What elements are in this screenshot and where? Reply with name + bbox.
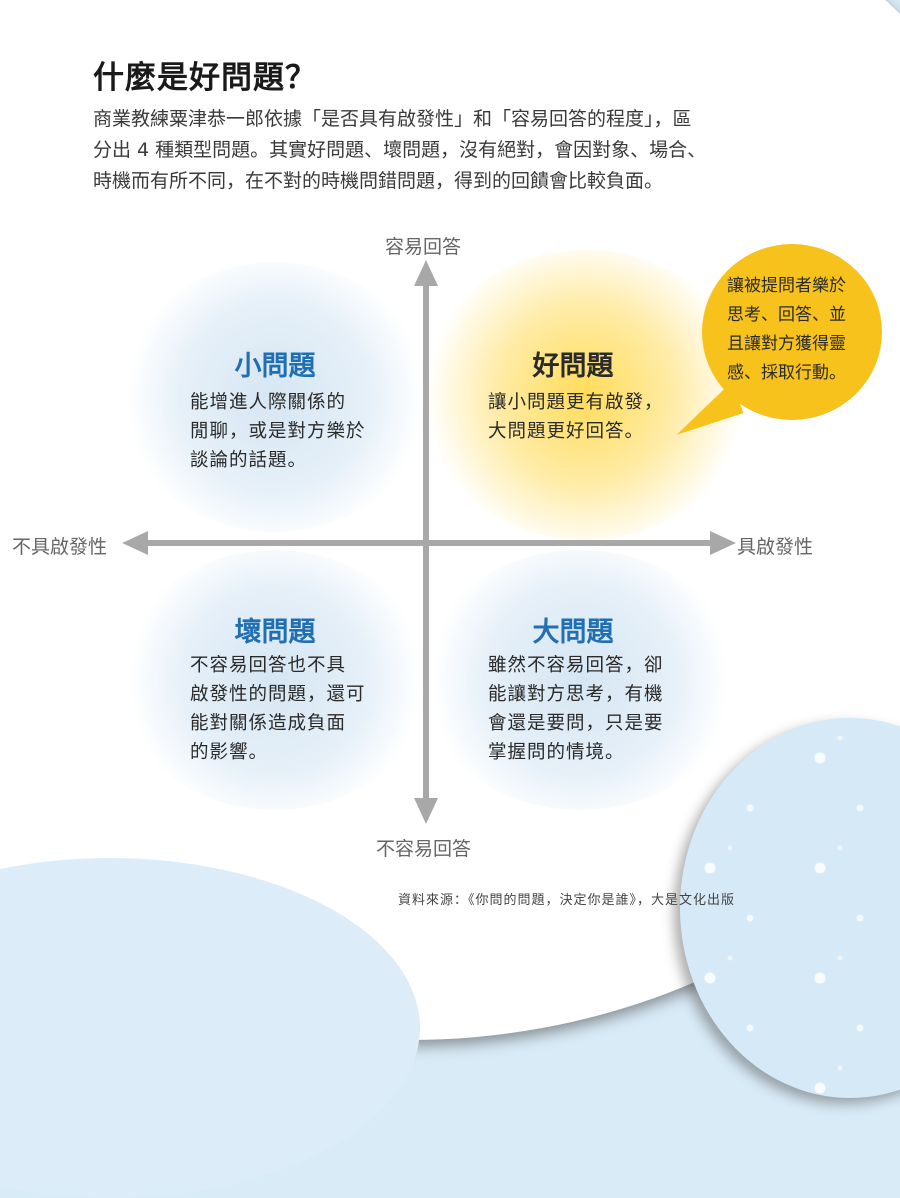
desc-line: 啟發性的問題，還可 <box>190 684 366 705</box>
intro-line: 商業教練粟津恭一郎依據「是否具有啟發性」和「容易回答的程度」，區 <box>93 108 692 130</box>
arrow-left-icon <box>122 531 148 555</box>
arrow-up-icon <box>414 260 438 286</box>
desc-line: 不容易回答也不具 <box>190 655 347 676</box>
quadrant-title-good-question: 好問題 <box>532 351 614 382</box>
callout-line: 讓被提問者樂於 <box>727 276 846 296</box>
desc-line: 能對關係造成負面 <box>190 713 347 734</box>
desc-line: 能增進人際關係的 <box>190 392 347 413</box>
quadrant-bg-small-question <box>120 262 430 532</box>
quadrant-desc-big-question: 雖然不容易回答，卻 能讓對方思考，有機 會還是要問，只是要 掌握問的情境。 <box>488 651 664 767</box>
intro-line: 分出 4 種類型問題。其實好問題、壞問題，沒有絕對，會因對象、場合、 <box>93 139 707 161</box>
quadrant-desc-good-question: 讓小問題更有啟發， 大問題更好回答。 <box>488 388 664 446</box>
desc-line: 能讓對方思考，有機 <box>488 684 664 705</box>
quadrant-bg-good-question <box>420 250 750 540</box>
desc-line: 大問題更好回答。 <box>488 421 645 442</box>
desc-line: 談論的話題。 <box>190 450 308 471</box>
arrow-right-icon <box>710 531 736 555</box>
quadrant-desc-small-question: 能增進人際關係的 閒聊，或是對方樂於 談論的話題。 <box>190 388 366 475</box>
desc-line: 閒聊，或是對方樂於 <box>190 421 366 442</box>
axis-label-top: 容易回答 <box>385 236 462 258</box>
quadrant-title-small-question: 小問題 <box>234 351 316 382</box>
quadrant-title-big-question: 大問題 <box>532 617 614 648</box>
desc-line: 會還是要問，只是要 <box>488 713 664 734</box>
quadrant-desc-bad-question: 不容易回答也不具 啟發性的問題，還可 能對關係造成負面 的影響。 <box>190 651 366 767</box>
quadrant-title-bad-question: 壞問題 <box>234 617 316 648</box>
page-title: 什麼是好問題？ <box>93 60 317 96</box>
speech-bubble <box>702 244 882 420</box>
callout-text: 讓被提問者樂於 思考、回答、並 且讓對方獲得靈 感、採取行動。 <box>727 272 867 388</box>
intro-line: 時機而有所不同，在不對的時機問錯問題，得到的回饋會比較負面。 <box>93 170 664 192</box>
axis-label-bottom: 不容易回答 <box>376 838 472 860</box>
callout-line: 感、採取行動。 <box>727 363 846 383</box>
axis-label-left: 不具啟發性 <box>12 536 108 558</box>
desc-line: 的影響。 <box>190 742 269 763</box>
intro-paragraph: 商業教練粟津恭一郎依據「是否具有啟發性」和「容易回答的程度」，區 分出 4 種類… <box>93 104 783 197</box>
desc-line: 掌握問的情境。 <box>488 742 625 763</box>
callout-line: 且讓對方獲得靈 <box>727 334 846 354</box>
arrow-down-icon <box>414 798 438 824</box>
quadrant-bg-bad-question <box>120 550 430 810</box>
source-citation: 資料來源：《你問的問題，決定你是誰》，大是文化出版 <box>398 893 736 908</box>
horizontal-axis <box>140 540 720 546</box>
axis-label-right: 具啟發性 <box>737 536 814 558</box>
callout-line: 思考、回答、並 <box>727 305 846 325</box>
desc-line: 讓小問題更有啟發， <box>488 392 664 413</box>
desc-line: 雖然不容易回答，卻 <box>488 655 664 676</box>
quadrant-bg-big-question <box>420 550 740 810</box>
